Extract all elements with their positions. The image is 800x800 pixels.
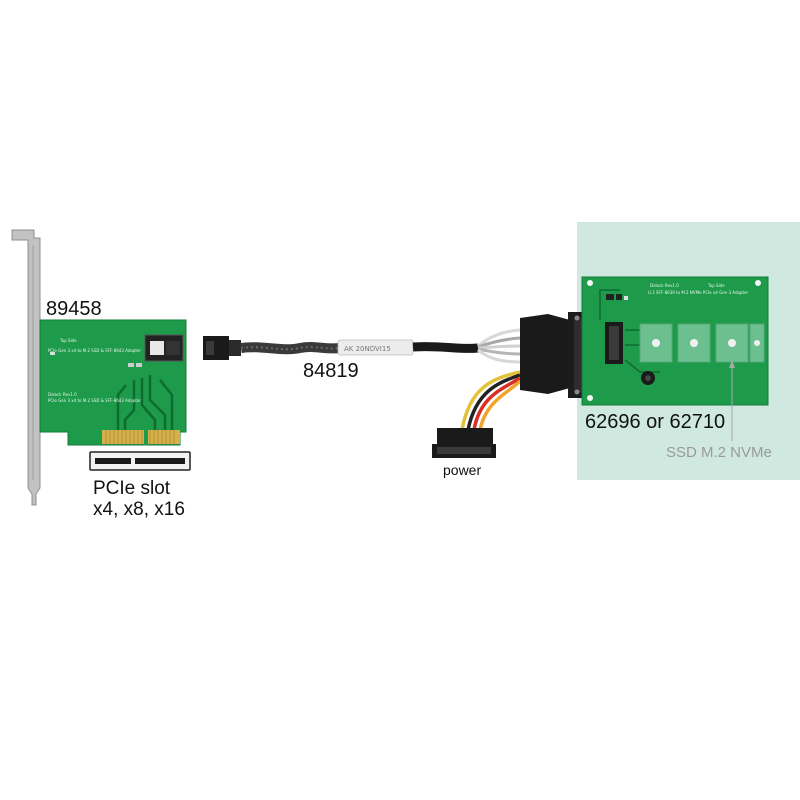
adapter-traces (599, 289, 660, 373)
adapter-m2-length-pads (639, 323, 765, 363)
cable-fanout-wires (477, 328, 521, 364)
power-leads (460, 370, 522, 431)
pcie-adapter-card: Top Side PCIe Gen 3 x4 to M.2 SSD & SFF-… (11, 229, 187, 506)
adapter-silk-model: Delock Rev1.0 (650, 283, 679, 288)
card-traces (116, 375, 174, 430)
label-ssd-type: SSD M.2 NVMe (666, 444, 772, 461)
cable-label-sleeve (337, 339, 414, 356)
pcie-slot (89, 451, 191, 471)
card-bracket (11, 229, 41, 506)
cable-print: AK 20NDVI15 (344, 345, 391, 353)
card-silk-desc: PCIe Gen 3 x4 to M.2 SSD & SFF-8643 Adap… (48, 348, 141, 353)
ssd-pointer-arrow (729, 360, 735, 368)
card-silk-desc2: PCIe Gen 3 x4 to M.2 SSD & SFF-8643 Adap… (48, 398, 141, 403)
label-pcie-widths: x4, x8, x16 (93, 499, 185, 520)
card-gold-fingers (102, 428, 180, 445)
sff-cable: AK 20NDVI15 (203, 306, 602, 458)
label-cable: 84819 (303, 360, 359, 382)
label-pcie-slot: PCIe slot (93, 478, 171, 499)
label-ssd-adapter: 62696 or 62710 (585, 411, 726, 433)
adapter-silk-desc: U.2 SFF-8639 to M.2 NVMe PCIe x4 Gen 3 A… (648, 290, 748, 295)
label-adapter-card: 89458 (46, 298, 102, 320)
card-silk-model: Delock Rev1.0 (48, 392, 77, 397)
u2-m2-adapter-board: Delock Rev1.0 Top Side U.2 SFF-8639 to M… (581, 276, 769, 406)
sata-power-connector (432, 428, 496, 458)
adapter-silk-top: Top Side (707, 283, 725, 288)
label-power: power (443, 462, 482, 478)
card-silk-top: Top Side (59, 338, 77, 343)
